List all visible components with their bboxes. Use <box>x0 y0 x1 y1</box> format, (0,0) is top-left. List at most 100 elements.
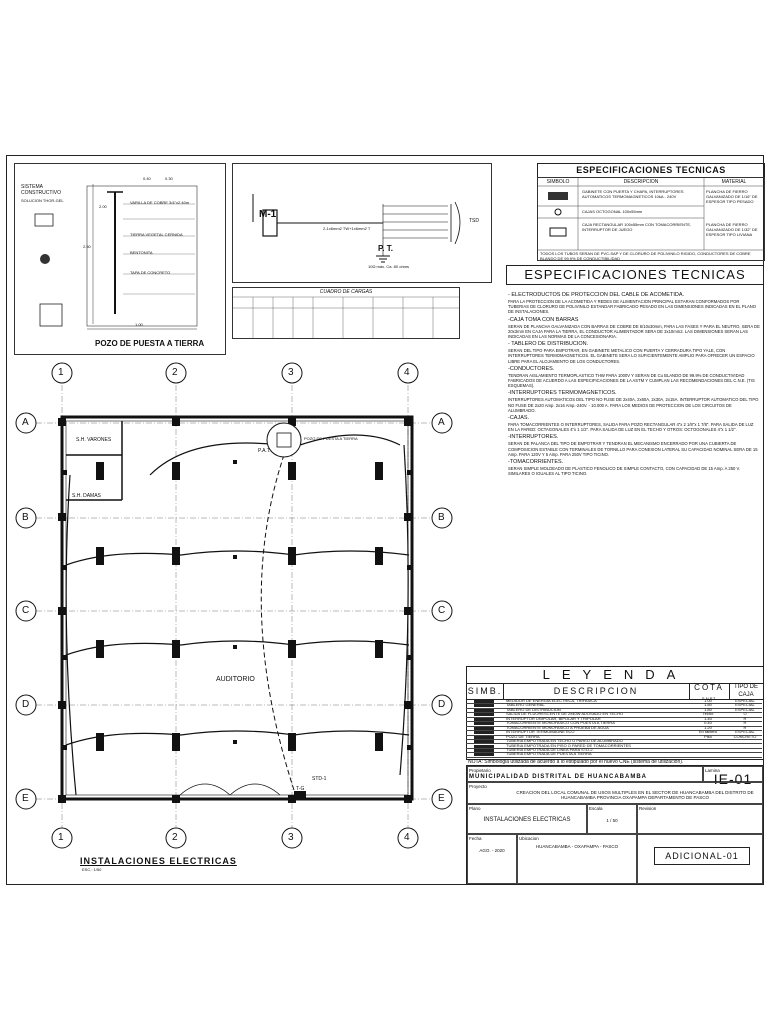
tb-revision: Revision <box>637 804 763 834</box>
tb-plano: Plano INSTALACIONES ELECTRICAS <box>467 804 587 834</box>
leyenda-symbol-icon <box>474 713 494 717</box>
axis-right-b: B <box>438 512 445 523</box>
leyenda-title: LEYENDA <box>467 667 763 684</box>
leyenda-desc: TABLERO DE DISTRIBUCION <box>506 706 561 712</box>
leyenda-symbol-icon <box>474 726 494 730</box>
leyenda-head-desc: DESCRIPCION <box>503 683 690 700</box>
spec-head-desc: DESCRIPCION <box>623 179 659 185</box>
pozo-note-3: TIERRA VEGETAL CERNIDA <box>130 232 183 237</box>
spec-p-0: PARA LA PROTECCION DE LA ACOMETIDA Y RED… <box>508 299 757 315</box>
leyenda-caja: ESPECIAL <box>735 729 755 735</box>
leyenda-head-cota-sub: S.N.P.T. <box>701 696 717 701</box>
pozo-title: POZO DE PUESTA A TIERRA <box>95 339 205 348</box>
dim-4: 0.40 <box>143 176 151 181</box>
cuadro-cargas-grid <box>233 296 459 338</box>
spec-h-1: -CAJA TOMA CON BARRAS <box>508 316 579 323</box>
tb-fecha-label: Fecha <box>469 836 482 841</box>
tb-propietario-value: MUNICIPALIDAD DISTRITAL DE HUANCABAMBA <box>469 773 647 780</box>
leyenda-desc: TUBERIA EMPOTRADA EN TECHO O PARED DE AL… <box>506 738 623 744</box>
axis-right-c: C <box>438 605 446 616</box>
tsd-label: TSD <box>469 218 479 224</box>
spec-p-2: SERAN DEL TIPO PARA EMPOTRAR, EN GABINET… <box>508 348 755 364</box>
spec-row-0-desc: GABINETE CON PUERTA Y CHAPA, INTERRUPTOR… <box>582 189 684 199</box>
leyenda-symbol-icon <box>474 704 494 708</box>
leyenda-desc: MEDIDOR DE ENERGIA ELECTRICA, TRIFASICA <box>506 698 597 703</box>
pat-label: P.A.T. <box>258 448 271 454</box>
leyenda-symbol-icon <box>474 722 494 726</box>
leyenda-symbol-icon <box>474 708 494 712</box>
leyenda-head-cota-text: COTA <box>694 683 724 692</box>
tb-fecha-value: AGO. - 2020 <box>479 847 505 853</box>
leyenda-desc: TUBERIA EMPOTRADA DE LINEA PARA STD-2 <box>506 746 593 752</box>
leyenda-symbol-icon <box>474 744 494 748</box>
room-label: AUDITORIO <box>216 676 255 683</box>
leyenda-cota: 1.80 <box>704 706 712 712</box>
leyenda-cota: En tablero <box>698 729 718 735</box>
spec-p-1: SERAN DE PLANCHA GALVANIZADA CON BARRAS … <box>508 323 760 340</box>
leyenda-table: LEYENDA SIMB. DESCRIPCION COTA S.N.P.T. … <box>466 666 764 760</box>
leyenda-row: TUBERIA EMPOTRADA EN PISO O PARED DE TOM… <box>466 742 762 749</box>
leyenda-nota: NOTA: Simbologia utilizada de acuerdo a … <box>468 759 684 765</box>
spec-table-title: ESPECIFICACIONES TECNICAS <box>537 163 765 178</box>
axis-bottom-3: 3 <box>288 832 294 843</box>
pozo-note-2: VARILLA DE COBRE 3/4"x2.40m <box>130 200 190 205</box>
axis-left-b: B <box>22 512 29 523</box>
leyenda-cota: 0.40 <box>704 720 712 726</box>
single-line-diagram: M-1 P. T. 10Ω máx. Ca. 80 ohms TSD 2-1x6… <box>232 163 492 283</box>
tb-ubicacion-label: Ubicacion <box>519 836 539 841</box>
axis-top-4: 4 <box>404 367 410 378</box>
tb-proyecto: Proyecto CREACION DEL LOCAL COMUNAL DE U… <box>467 782 763 804</box>
spec-h-3: -CONDUCTORES. <box>508 365 555 372</box>
tb-revision-label: Revision <box>639 806 657 811</box>
axis-right-e: E <box>438 793 445 804</box>
leyenda-desc: TUBERIA EMPOTRADA EN PISO O PARED DE TOM… <box>506 742 631 748</box>
leyenda-desc: TABLERO GENERAL <box>506 702 545 708</box>
pozo-note-1: SOLUCION THOR-GEL <box>21 198 64 203</box>
pozo-tierra-detail: SISTEMA CONSTRUCTIVO SOLUCION THOR-GEL V… <box>14 163 226 355</box>
floor-plan <box>15 362 453 849</box>
feeder-label: 2-1x6mm2 TW+1x6mm2 T <box>323 226 371 231</box>
spec-row-0-mat: PLANCHA DE FIERRO GALVANIZADO DE 1/16" D… <box>706 189 758 204</box>
tb-escala: Escala 1 / 50 <box>587 804 637 834</box>
leyenda-head-cota: COTA S.N.P.T. <box>689 683 730 701</box>
spec-row-3-desc: TODOS LOS TUBOS SERAN DE PVC-SAP Y DE CL… <box>540 251 751 261</box>
plan-caption-scale: ESC.: 1/50 <box>82 867 102 872</box>
leyenda-caja: CONCRETO <box>733 733 757 739</box>
pat-note: POZO DE PUESTA A TIERRA <box>304 436 358 441</box>
leyenda-head-caja: TIPO DE CAJA <box>729 683 763 700</box>
leyenda-desc: TOMACORRIENTE MONOFASICO A PRUEBA DE AGU… <box>506 724 609 730</box>
tb-ubicacion-value: HUANCABAMBA - OXAPAMPA - PASCO <box>535 843 619 849</box>
spec-p-3: TENDRAN AISLAMIENTO TERMOPLASTICO THW PA… <box>508 372 755 389</box>
pt-label: P. T. <box>378 244 393 253</box>
spec-h-4: -INTERRUPTORES TERMOMAGNETICOS. <box>508 390 617 397</box>
tb-proyecto-value: CREACION DEL LOCAL COMUNAL DE USOS MULTI… <box>516 789 754 801</box>
leyenda-caja: R <box>743 724 747 730</box>
axis-right-d: D <box>438 699 446 710</box>
dim-2: 2.00 <box>99 204 107 209</box>
leyenda-row: TUBERIA EMPOTRADA DE LINEA PARA STD-2 <box>466 746 762 754</box>
tb-ubicacion: Ubicacion HUANCABAMBA - OXAPAMPA - PASCO <box>517 834 637 884</box>
leyenda-desc: INTERRUPTOR UNIPOLAR, BIPOLAR Y TRIPOLAR <box>506 715 601 721</box>
leyenda-symbol-icon <box>474 731 494 735</box>
spec-head-simbolo: SIMBOLO <box>546 179 570 185</box>
spec-p-6: SERAN DE PALANCA DEL TIPO DE EMPOTRAR Y … <box>508 441 758 457</box>
tb-plano-label: Plano <box>469 806 481 811</box>
leyenda-symbol-icon <box>474 753 494 757</box>
spec-p-7: SERAN SIMPLE MOLDEADO DE PLASTICO FENOLI… <box>508 466 741 477</box>
cuadro-cargas: CUADRO DE CARGAS <box>232 287 460 339</box>
spec-p-4: INTERRUPTORES AUTOMATICOS DEL TIPO NO FU… <box>508 397 759 413</box>
leyenda-row: TOMACORRIENTE MONOFASICO A PRUEBA DE AGU… <box>466 724 762 732</box>
leyenda-row: INTERRUPTOR TERMOMAGNETICO En tablero ESPE… <box>466 729 762 736</box>
spec-p-5: PARA TOMACORRIENTES O INTERRUPTORES, SAL… <box>508 422 754 433</box>
leyenda-symbol-icon <box>474 740 494 744</box>
leyenda-caja: ESPECIAL <box>735 698 755 703</box>
title-block: Propietario MUNICIPALIDAD DISTRITAL DE H… <box>466 765 764 885</box>
tb-propietario: Propietario MUNICIPALIDAD DISTRITAL DE H… <box>467 766 703 782</box>
leyenda-cota: 1.80 <box>704 702 712 708</box>
leyenda-desc: INTERRUPTOR TERMOMAGNETICO <box>506 729 575 735</box>
drawing-sheet <box>6 155 764 885</box>
sshh-varones: S.H. VARONES <box>76 437 112 443</box>
axis-bottom-4: 4 <box>404 832 410 843</box>
leyenda-symbol-icon <box>474 700 494 703</box>
